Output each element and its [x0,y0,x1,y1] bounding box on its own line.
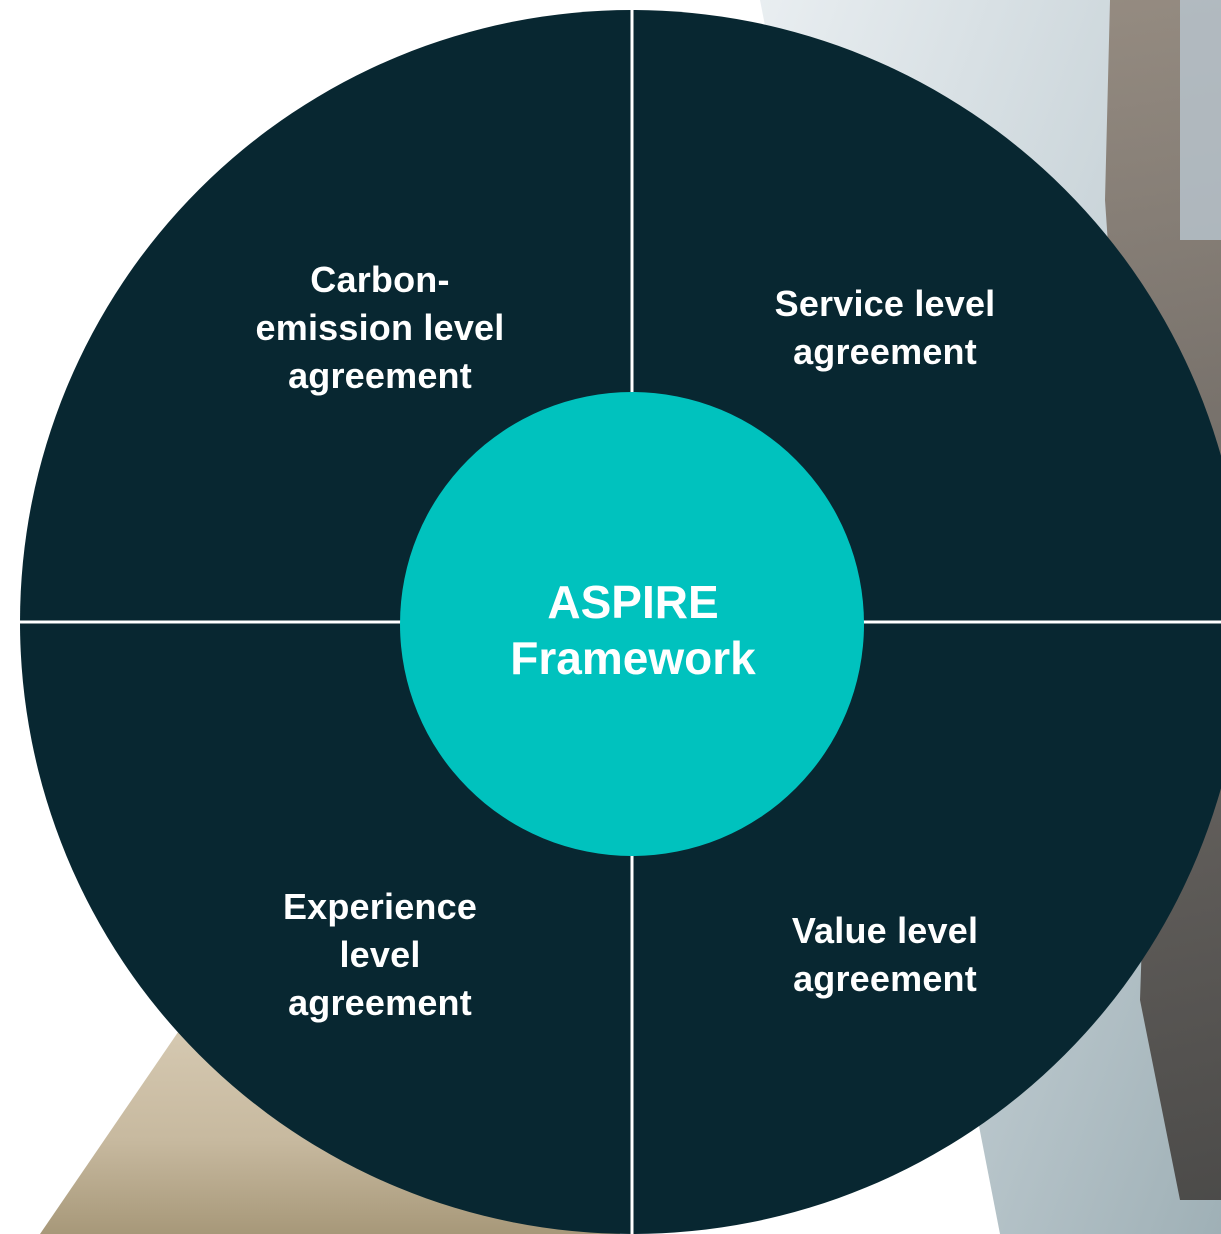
quadrant-label-line: agreement [793,331,977,372]
quadrant-top-left-label: Carbon- emission level agreement [230,256,530,400]
quadrant-label-line: emission level [255,307,505,348]
quadrant-label-line: agreement [793,958,977,999]
framework-title: ASPIRE Framework [433,574,833,686]
framework-title-line: Framework [510,632,756,684]
quadrant-label-line: agreement [288,982,472,1023]
quadrant-label-line: agreement [288,355,472,396]
quadrant-label-line: Carbon- [310,259,450,300]
quadrant-top-right-label: Service level agreement [735,280,1035,376]
quadrant-label-line: Experience [282,886,478,927]
center-circle [400,392,864,856]
framework-title-line: ASPIRE [547,576,719,628]
quadrant-label-line: level [339,934,421,975]
quadrant-label-line: Service level [774,283,996,324]
quadrant-bottom-right-label: Value level agreement [735,907,1035,1003]
quadrant-label-line: Value level [791,910,979,951]
quadrant-bottom-left-label: Experience level agreement [230,883,530,1027]
